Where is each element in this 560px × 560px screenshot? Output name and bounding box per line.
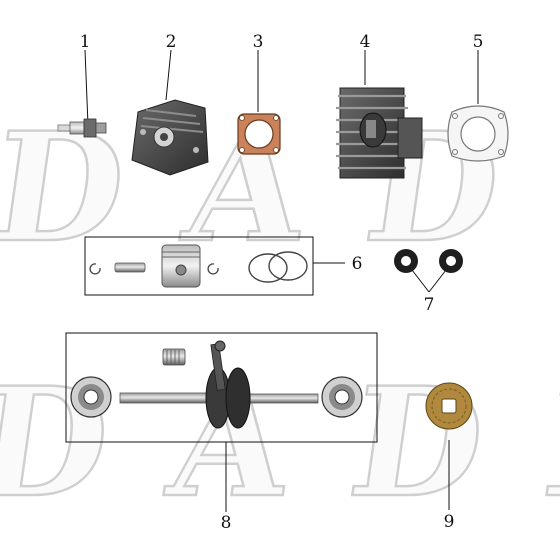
piston-clip-left bbox=[89, 263, 101, 275]
bearing-left bbox=[70, 376, 112, 418]
leader-1 bbox=[84, 49, 89, 126]
base-gasket bbox=[447, 105, 509, 162]
callout-7: 7 bbox=[424, 295, 435, 315]
callout-9: 9 bbox=[444, 512, 455, 532]
needle-bearing bbox=[162, 348, 186, 366]
callout-2: 2 bbox=[166, 32, 177, 52]
head-gasket bbox=[237, 113, 281, 155]
leader-7a bbox=[411, 269, 430, 293]
callout-6: 6 bbox=[352, 254, 363, 274]
cylinder-block bbox=[336, 87, 423, 179]
drive-gear bbox=[425, 382, 473, 430]
piston bbox=[161, 244, 201, 288]
callout-3: 3 bbox=[253, 32, 264, 52]
oil-seal-right bbox=[439, 249, 463, 273]
leader-7b bbox=[428, 269, 447, 293]
callout-1: 1 bbox=[80, 32, 91, 52]
piston-pin bbox=[114, 262, 146, 273]
piston-kit-frame bbox=[84, 236, 314, 296]
bearing-right bbox=[321, 376, 363, 418]
crankshaft-kit-frame bbox=[65, 332, 378, 443]
callout-8: 8 bbox=[221, 513, 232, 533]
crankshaft bbox=[119, 340, 319, 429]
piston-rings bbox=[248, 251, 308, 283]
callout-4: 4 bbox=[360, 32, 371, 52]
callout-5: 5 bbox=[473, 32, 484, 52]
piston-clip-right bbox=[207, 263, 219, 275]
leader-lines bbox=[84, 49, 479, 512]
leader-2 bbox=[165, 49, 172, 101]
oil-seal-left bbox=[394, 249, 418, 273]
cylinder-head bbox=[131, 99, 209, 176]
spark-plug bbox=[57, 118, 107, 138]
